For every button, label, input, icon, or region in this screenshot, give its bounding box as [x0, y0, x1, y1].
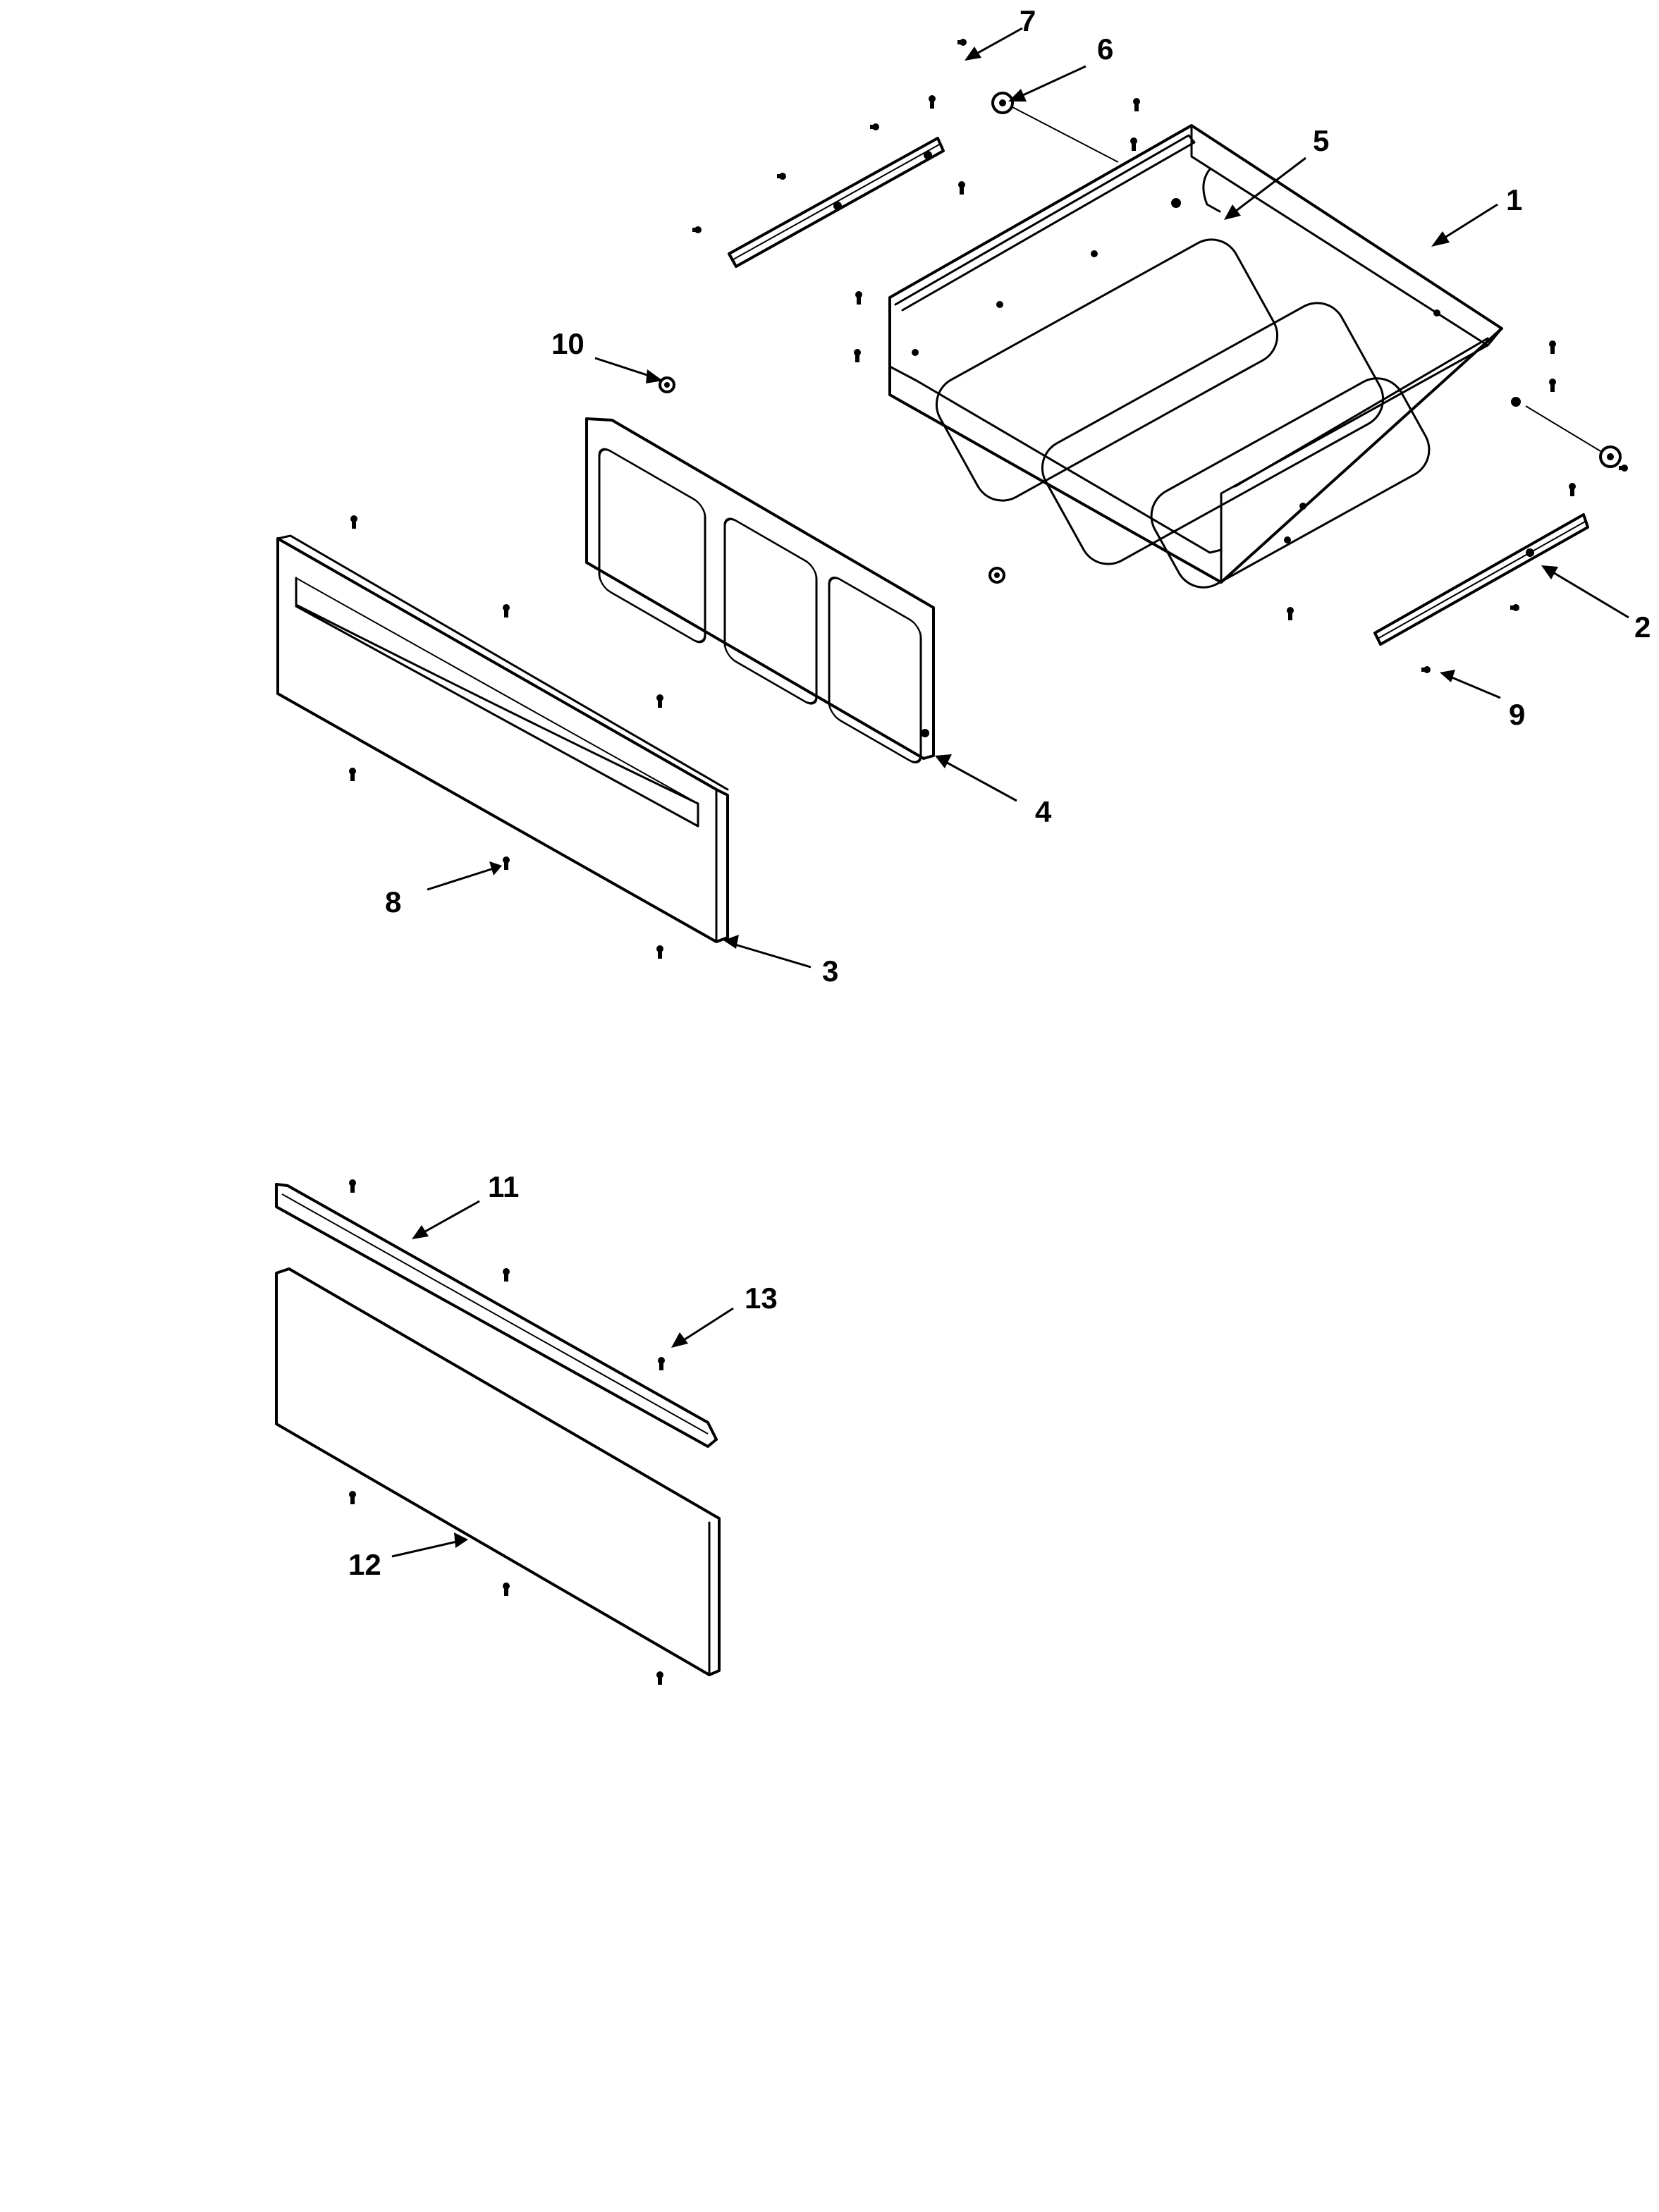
screw-icon	[929, 95, 936, 109]
screw-icon	[855, 291, 862, 305]
screw-icon	[349, 1179, 356, 1193]
screw-icon	[870, 123, 879, 130]
screw-icon	[350, 515, 357, 529]
screw-icon	[1133, 98, 1140, 111]
callout-4: 4	[1035, 795, 1052, 828]
bumper-icon	[659, 376, 675, 393]
screw-icon	[958, 181, 965, 195]
screw-icon	[692, 226, 702, 233]
screw-icon	[1510, 604, 1519, 611]
screw-icon	[957, 39, 967, 46]
screw-icon	[777, 173, 786, 180]
bumper-icon	[1599, 446, 1622, 468]
screw-icon	[1569, 483, 1576, 496]
screw-icon	[503, 856, 510, 870]
screw-icon	[1549, 379, 1556, 392]
screw-icon	[1549, 340, 1556, 354]
callout-13: 13	[745, 1282, 778, 1315]
screw-icon	[503, 1268, 510, 1282]
screw-icon	[503, 1583, 510, 1596]
callout-labels: 1 2 3 4 5 6 7 8 9 10 11 12 13	[348, 4, 1651, 1581]
screw-icon	[349, 1491, 356, 1504]
lower-drawer-front-panel	[275, 1267, 721, 1676]
leader-lines	[391, 27, 1629, 1558]
screw-icon	[1619, 465, 1628, 472]
trim-strip-part	[275, 1183, 718, 1448]
screw-icon	[1130, 137, 1137, 151]
screw-icon	[349, 768, 356, 781]
callout-10: 10	[551, 327, 584, 360]
bumper-icon	[991, 92, 1014, 114]
drawer-slide-rail-top	[728, 137, 945, 268]
screw-icon	[1421, 666, 1431, 673]
screw-icon	[656, 945, 663, 959]
screw-icon	[656, 1671, 663, 1685]
callout-8: 8	[385, 885, 401, 918]
callout-2: 2	[1634, 610, 1651, 644]
drawer-front-panel	[276, 534, 729, 943]
screw-icon	[854, 349, 861, 362]
callout-6: 6	[1097, 32, 1113, 66]
drawer-frame-panel	[585, 417, 935, 763]
screw-icon	[656, 694, 663, 708]
callout-11: 11	[488, 1170, 519, 1203]
callout-5: 5	[1313, 124, 1329, 157]
callout-9: 9	[1509, 698, 1525, 731]
drawer-slide-rail-bottom	[1373, 513, 1589, 646]
screw-icon	[1287, 607, 1294, 620]
screw-icon	[658, 1357, 665, 1370]
fastener-screws	[349, 39, 1628, 1685]
screw-icon	[503, 604, 510, 617]
bumper-icon	[988, 567, 1005, 584]
callout-3: 3	[822, 954, 838, 988]
drawer-body-part	[888, 124, 1521, 589]
callout-12: 12	[348, 1548, 381, 1581]
callout-7: 7	[1020, 4, 1036, 37]
callout-1: 1	[1506, 183, 1522, 216]
